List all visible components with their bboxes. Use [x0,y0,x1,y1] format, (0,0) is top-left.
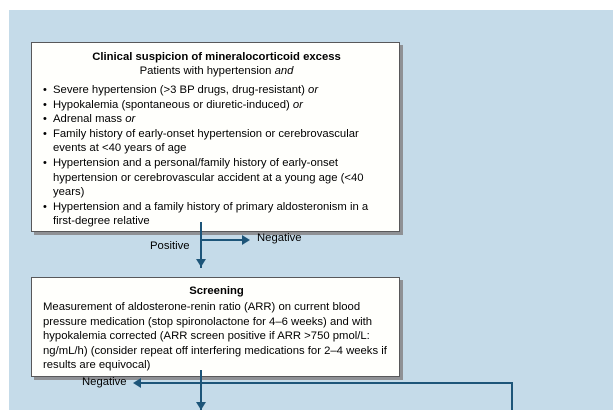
edge-label-negative-bottom: Negative [82,376,127,388]
list-item: Hypertension and a family history of pri… [43,200,390,229]
bullet-text: Adrenal mass [53,113,126,126]
bullet-text: Hypertension and a personal/family histo… [53,156,364,199]
edge-label-negative-top: Negative [257,232,302,244]
bullet-text: Hypertension and a family history of pri… [53,200,369,228]
arrow-right-icon-negative-top [242,235,250,245]
connector-vertical-right-branch [511,382,513,410]
list-item: Hypertension and a personal/family histo… [43,156,390,200]
clinical-suspicion-box: Clinical suspicion of mineralocorticoid … [31,42,400,232]
bullet-italic: or [292,98,303,111]
edge-label-positive: Positive [150,240,190,252]
arrow-left-icon-negative-bottom [133,378,141,388]
connector-horizontal-negative-bottom [140,382,513,384]
list-item: Severe hypertension (>3 BP drugs, drug-r… [43,83,390,98]
bullet-text: Hypokalemia (spontaneous or diuretic-ind… [53,98,293,111]
connector-vertical-suspicion-to-screening [200,222,202,268]
clinical-suspicion-bullet-list: Severe hypertension (>3 BP drugs, drug-r… [43,83,390,229]
screening-title: Screening [189,285,244,297]
connector-vertical-screening-to-next [200,370,202,410]
arrow-down-icon-to-next [196,402,206,410]
connector-horizontal-negative-top [200,239,244,241]
subtitle-text: Patients with hypertension [139,65,275,77]
list-item: Family history of early-onset hypertensi… [43,127,390,156]
clinical-suspicion-subtitle: Patients with hypertension and [43,64,390,78]
bullet-italic: or [308,84,319,96]
diagram-panel: Clinical suspicion of mineralocorticoid … [9,10,613,410]
bullet-text: Family history of early-onset hypertensi… [53,127,359,155]
list-item: Hypokalemia (spontaneous or diuretic-ind… [43,98,390,113]
screening-box: Screening Measurement of aldosterone-ren… [31,277,400,377]
bullet-italic: or [125,113,136,126]
bullet-text: Severe hypertension (>3 BP drugs, drug-r… [53,84,309,96]
screening-body: Measurement of aldosterone-renin ratio (… [43,301,387,372]
subtitle-italic: and [274,65,294,77]
arrow-down-icon-to-screening [196,259,206,267]
clinical-suspicion-title: Clinical suspicion of mineralocorticoid … [92,51,341,63]
list-item: Adrenal mass or [43,112,390,127]
